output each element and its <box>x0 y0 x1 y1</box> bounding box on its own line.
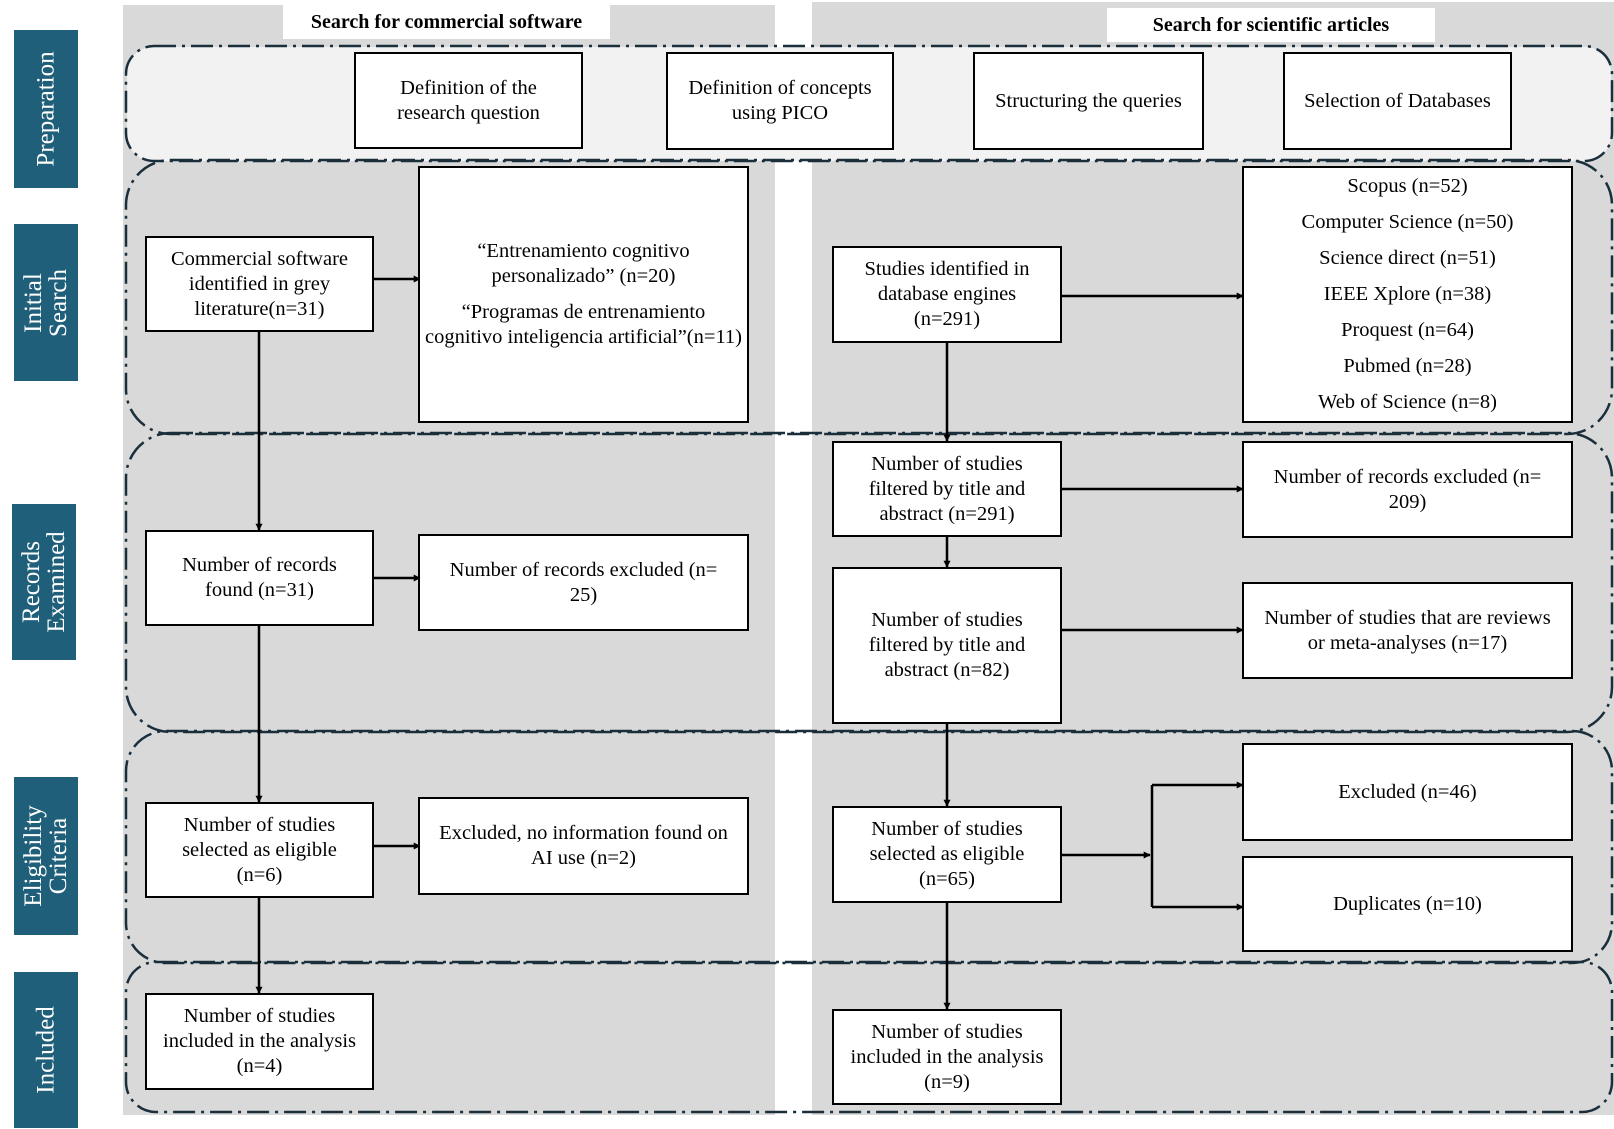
database-count-item: IEEE Xplore (n=38) <box>1323 283 1492 305</box>
database-counts-box: Scopus (n=52) Computer Science (n=50) Sc… <box>1242 166 1573 423</box>
scientific-identified-box: Studies identified in database engines (… <box>832 246 1062 343</box>
structuring-queries-box: Structuring the queries <box>973 52 1204 150</box>
stage-tab-eligibility-criteria: Eligibility Criteria <box>14 777 78 935</box>
stage-outline-initial-search <box>124 158 1614 436</box>
scientific-records-excluded-box: Number of records excluded (n= 209) <box>1242 441 1573 538</box>
stage-outline-included <box>124 960 1614 1114</box>
database-count-item: Scopus (n=52) <box>1347 175 1468 197</box>
search-term-item: “Entrenamiento cognitivo personalizado” … <box>477 240 690 287</box>
database-count-item: Proquest (n=64) <box>1341 319 1474 341</box>
stage-tab-records-examined: Records Examined <box>12 504 76 660</box>
commercial-records-found-box: Number of records found (n=31) <box>145 530 374 626</box>
scientific-reviews-box: Number of studies that are reviews or me… <box>1242 582 1573 679</box>
commercial-search-header: Search for commercial software <box>283 5 610 39</box>
commercial-eligible-box: Number of studies selected as eligible (… <box>145 802 374 898</box>
scientific-duplicates-box: Duplicates (n=10) <box>1242 856 1573 952</box>
stage-tab-initial-search: Initial Search <box>14 224 78 381</box>
commercial-records-excluded-box: Number of records excluded (n= 25) <box>418 534 749 631</box>
database-count-item: Science direct (n=51) <box>1319 247 1496 269</box>
commercial-included-box: Number of studies included in the analys… <box>145 993 374 1090</box>
database-counts-list: Scopus (n=52) Computer Science (n=50) Sc… <box>1302 174 1514 415</box>
scientific-excluded-box: Excluded (n=46) <box>1242 743 1573 841</box>
stage-tab-preparation: Preparation <box>14 30 78 188</box>
selection-databases-box: Selection of Databases <box>1283 52 1512 150</box>
stage-outline-preparation <box>124 44 1614 163</box>
commercial-excluded-no-ai-box: Excluded, no information found on AI use… <box>418 797 749 895</box>
database-count-item: Web of Science (n=8) <box>1318 391 1497 413</box>
definition-research-question-box: Definition of the research question <box>354 52 583 149</box>
stage-tab-included: Included <box>14 972 78 1128</box>
scientific-eligible-box: Number of studies selected as eligible (… <box>832 806 1062 903</box>
scientific-included-box: Number of studies included in the analys… <box>832 1009 1062 1105</box>
search-terms-list: “Entrenamiento cognitivo personalizado” … <box>424 239 743 350</box>
search-term-item: “Programas de entrenamiento cognitivo in… <box>424 301 743 348</box>
scientific-filtered-82-box: Number of studies filtered by title and … <box>832 567 1062 724</box>
database-count-item: Pubmed (n=28) <box>1343 355 1472 377</box>
scientific-filtered-291-box: Number of studies filtered by title and … <box>832 441 1062 537</box>
scientific-search-header: Search for scientific articles <box>1107 8 1435 42</box>
commercial-search-terms-box: “Entrenamiento cognitivo personalizado” … <box>418 166 749 423</box>
database-count-item: Computer Science (n=50) <box>1301 211 1514 233</box>
definition-pico-box: Definition of concepts using PICO <box>666 52 894 150</box>
commercial-identified-box: Commercial software identified in grey l… <box>145 236 374 332</box>
